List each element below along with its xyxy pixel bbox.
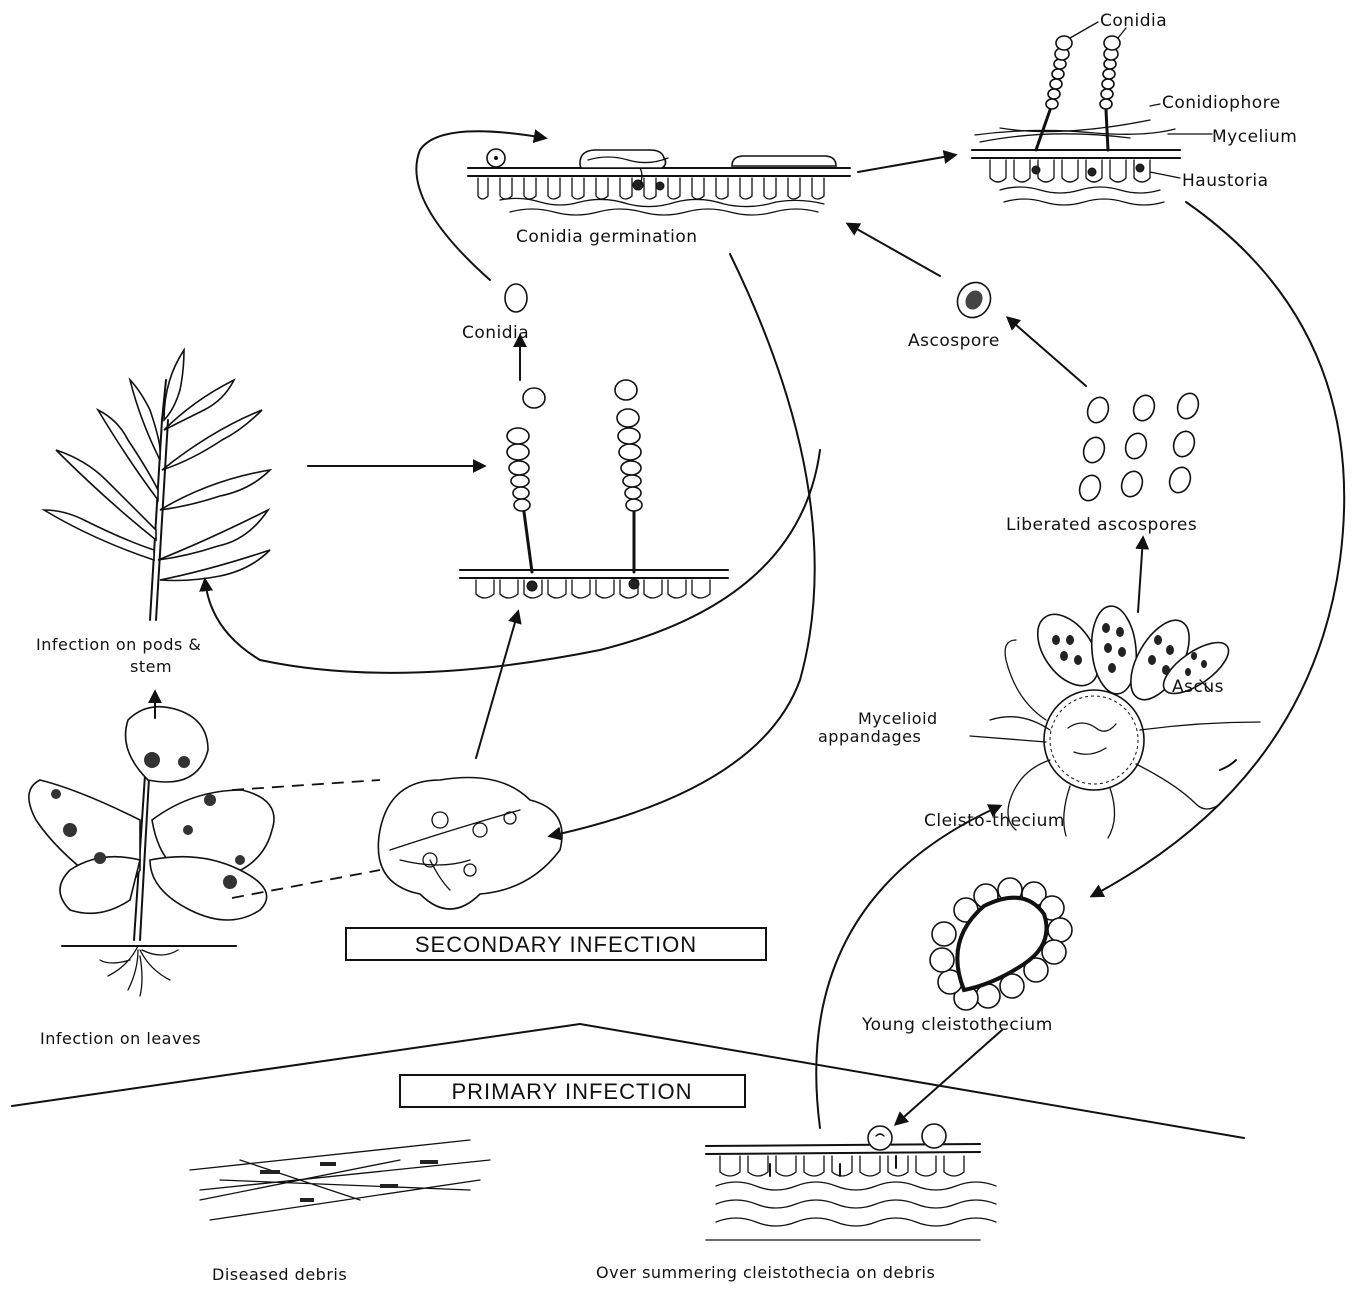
label-secondary-infection: SECONDARY INFECTION (415, 932, 697, 957)
infected-pods-illustration (44, 350, 270, 620)
leaf-detail-illustration (232, 778, 562, 910)
ascospore-illustration (951, 276, 1202, 503)
label-ascus: Ascus (1172, 677, 1224, 697)
diseased-debris-illustration (190, 1140, 490, 1220)
label-conidia-top: Conidia (1100, 11, 1167, 31)
label-cleistothecium: Cleisto-thecium (924, 811, 1065, 831)
label-liberated-ascospores: Liberated ascospores (1006, 515, 1197, 535)
label-diseased-debris: Diseased debris (212, 1265, 347, 1284)
label-infection-pods-1: Infection on pods & (36, 635, 201, 654)
label-primary-infection: PRIMARY INFECTION (451, 1079, 692, 1104)
label-conidiophore: Conidiophore (1162, 93, 1281, 113)
conidia-germination-illustration (468, 149, 850, 215)
label-young-cleistothecium: Young cleistothecium (861, 1015, 1053, 1035)
infected-plant-illustration (29, 707, 274, 996)
label-haustoria: Haustoria (1182, 171, 1269, 191)
label-mycelioid-2: appandages (818, 727, 921, 746)
label-over-summering: Over summering cleistothecia on debris (596, 1263, 935, 1282)
young-cleistothecium-illustration (930, 878, 1072, 1010)
label-infection-pods-2: stem (130, 657, 172, 676)
label-conidia-mid: Conidia (462, 323, 529, 343)
conidiophore-illustration (972, 22, 1212, 205)
label-ascospore: Ascospore (908, 331, 1000, 351)
cleistothecium-illustration (970, 603, 1260, 838)
over-summering-illustration (706, 1124, 996, 1240)
label-mycelioid-1: Mycelioid (858, 709, 938, 728)
label-conidia-germination: Conidia germination (516, 227, 698, 247)
label-infection-leaves: Infection on leaves (40, 1029, 201, 1048)
label-mycelium: Mycelium (1212, 127, 1297, 147)
